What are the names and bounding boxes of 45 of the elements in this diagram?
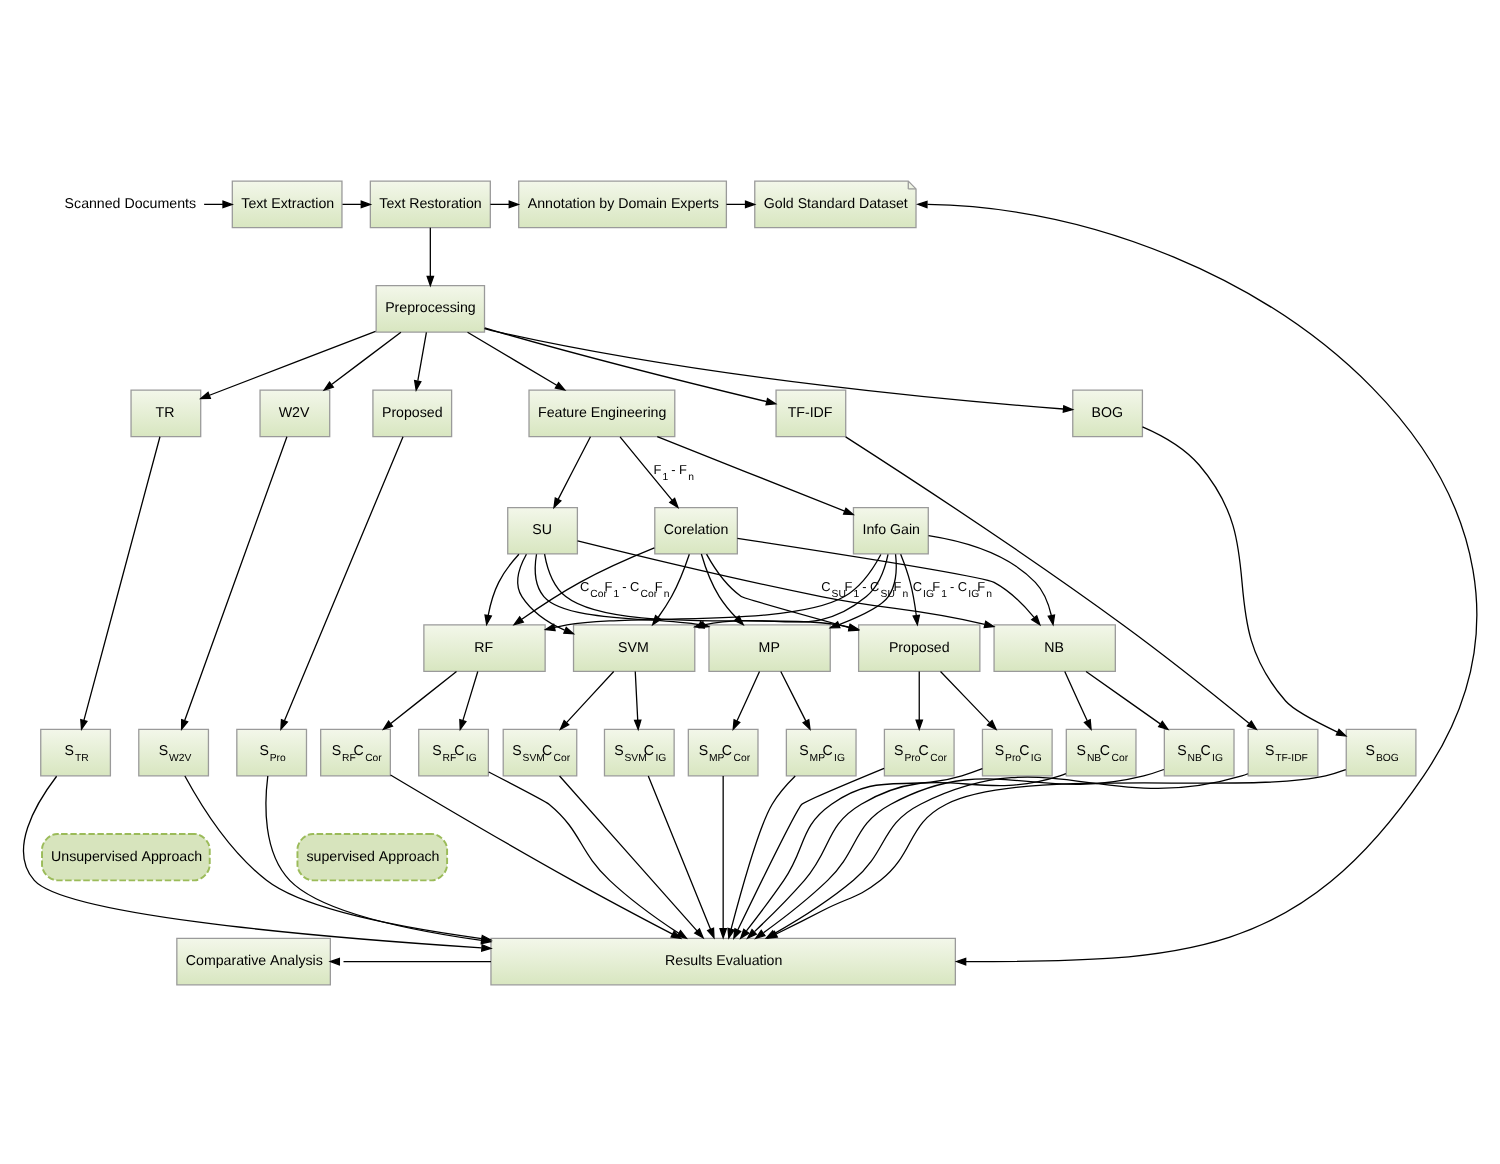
arrow [900, 552, 921, 626]
arrow [916, 199, 1477, 965]
arrow [915, 669, 924, 731]
arrow [647, 774, 715, 939]
arrow [939, 669, 998, 730]
arrow [656, 435, 855, 515]
arrow [828, 552, 897, 628]
arrow [736, 536, 1042, 626]
arrow [553, 435, 592, 509]
arrow [619, 435, 680, 508]
arrow [180, 435, 288, 730]
arrow [927, 534, 1056, 626]
arrow [280, 435, 404, 730]
arrow [488, 770, 689, 939]
arrow [651, 552, 690, 626]
arrow [389, 773, 683, 939]
arrow [633, 669, 642, 731]
arrow [484, 326, 778, 405]
arrow [466, 330, 567, 390]
arrow [322, 330, 402, 391]
arrow [426, 226, 435, 287]
arrow [489, 199, 521, 208]
arrow [341, 199, 373, 208]
arrow [381, 669, 458, 730]
arrow [328, 956, 492, 965]
arrow [705, 552, 861, 631]
arrow [558, 774, 705, 939]
arrow [199, 329, 377, 399]
arrow [1064, 669, 1092, 731]
arrow [732, 669, 761, 731]
arrow [483, 326, 1075, 412]
arrow [203, 199, 234, 208]
arrow [413, 330, 428, 391]
arrow [459, 669, 479, 731]
arrow [719, 774, 728, 939]
arrow [559, 669, 615, 730]
arrow [725, 199, 757, 208]
arrow [845, 435, 1258, 730]
arrow [80, 435, 161, 731]
arrow [484, 552, 520, 626]
arrow [1085, 669, 1170, 730]
arrow [1141, 425, 1348, 736]
arrow [780, 669, 811, 730]
arrow [517, 552, 576, 634]
arrow [512, 546, 655, 625]
